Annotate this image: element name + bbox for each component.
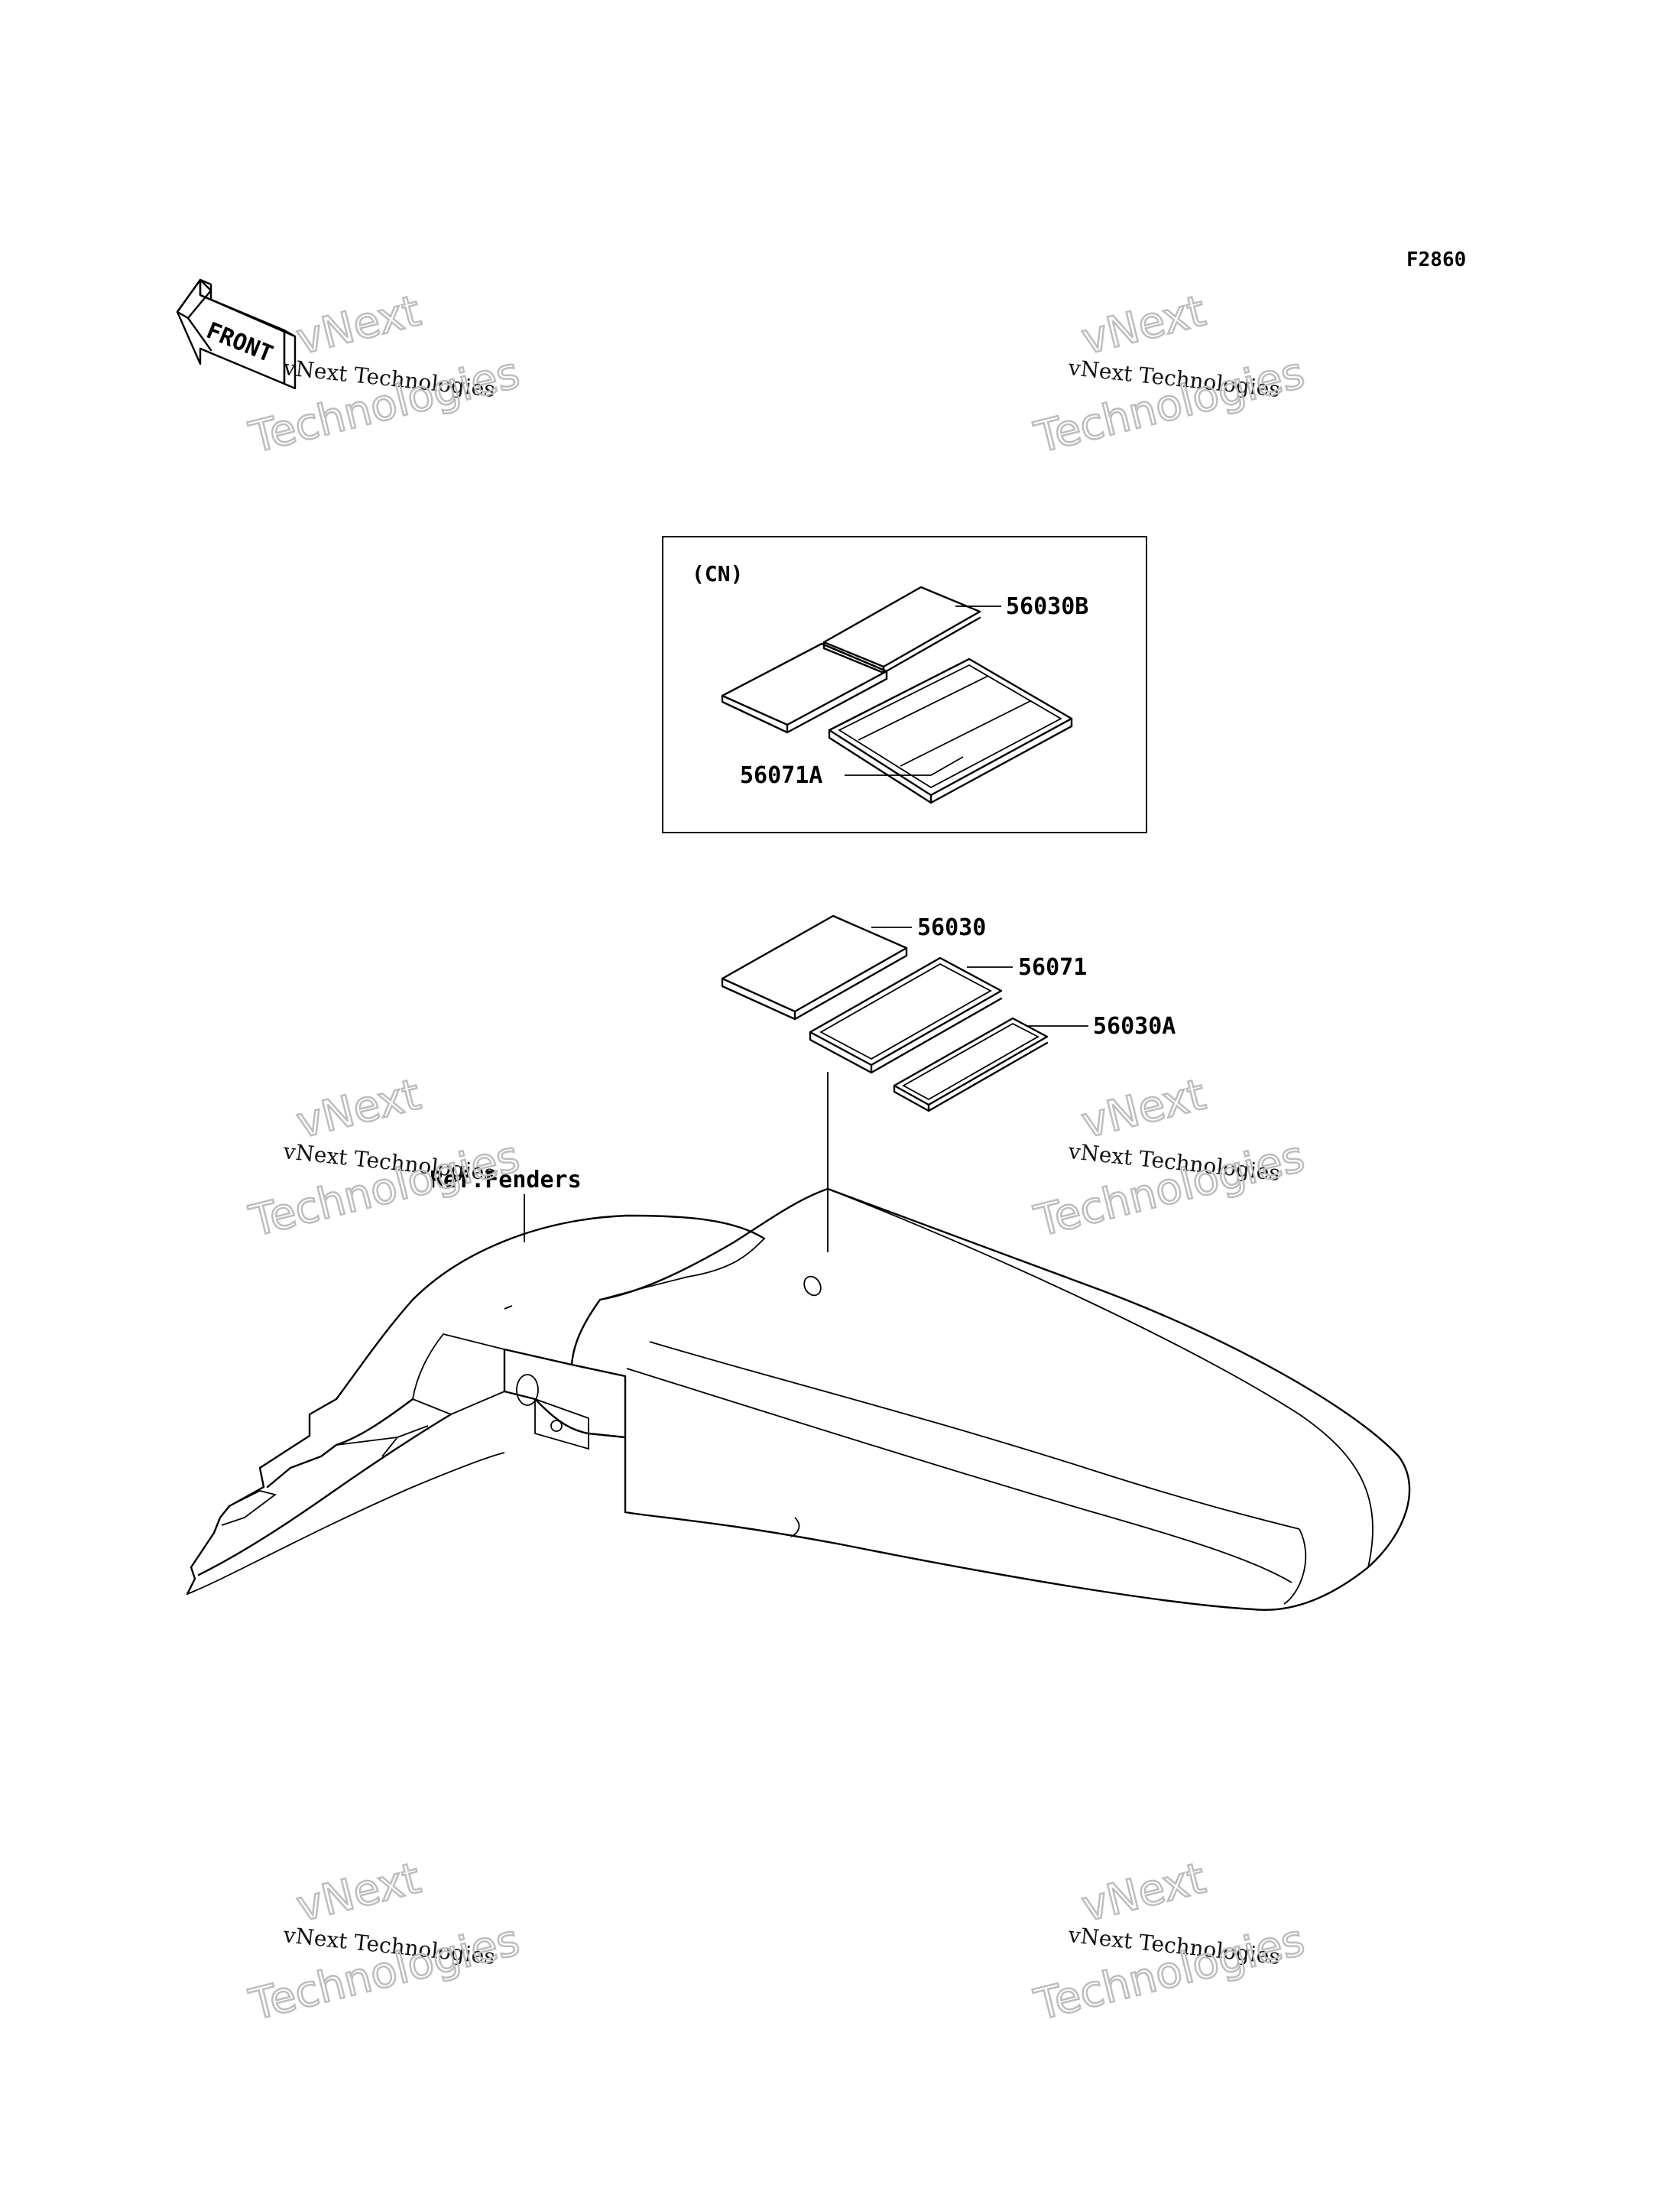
decal-56030A [893, 1017, 1049, 1112]
cn-inset-box [662, 536, 1147, 833]
part-56071A: 56071A [740, 762, 822, 789]
watermark-big-1: vNext [1077, 1853, 1210, 1932]
reference-label: Ref.Fenders [430, 1167, 582, 1193]
part-56071: 56071 [1018, 954, 1087, 981]
watermark-big-1: vNext [1077, 1070, 1210, 1148]
decal-56030B [721, 586, 981, 734]
watermark-1: vNext Technologies vNext Technologies [244, 285, 525, 464]
leader-56071A [845, 756, 964, 776]
cn-box-label: (CN) [692, 561, 743, 586]
watermark-6: vNext Technologies vNext Technologies [1029, 1852, 1310, 2031]
watermark-3: vNext Technologies vNext Technologies [244, 1069, 525, 1248]
decal-56071 [809, 956, 1003, 1074]
watermark-big-1: vNext [1077, 286, 1210, 365]
decal-56071A [828, 657, 1073, 804]
decal-56030 [721, 914, 908, 1021]
watermark-big-1: vNext [292, 1853, 425, 1932]
watermark-4: vNext Technologies vNext Technologies [1029, 1069, 1310, 1248]
front-arrow-icon: FRONT [176, 278, 297, 390]
watermark-big-1: vNext [292, 286, 425, 365]
watermark-big-1: vNext [292, 1070, 425, 1148]
figure-code: F2860 [1406, 248, 1466, 271]
front-arrow-label: FRONT [203, 317, 277, 368]
part-56030A: 56030A [1093, 1013, 1176, 1040]
watermark-5: vNext Technologies vNext Technologies [244, 1852, 525, 2031]
watermark-2: vNext Technologies vNext Technologies [1029, 285, 1310, 464]
part-56030B: 56030B [1006, 593, 1088, 620]
front-fender [186, 1187, 1411, 1611]
part-56030: 56030 [917, 914, 986, 941]
